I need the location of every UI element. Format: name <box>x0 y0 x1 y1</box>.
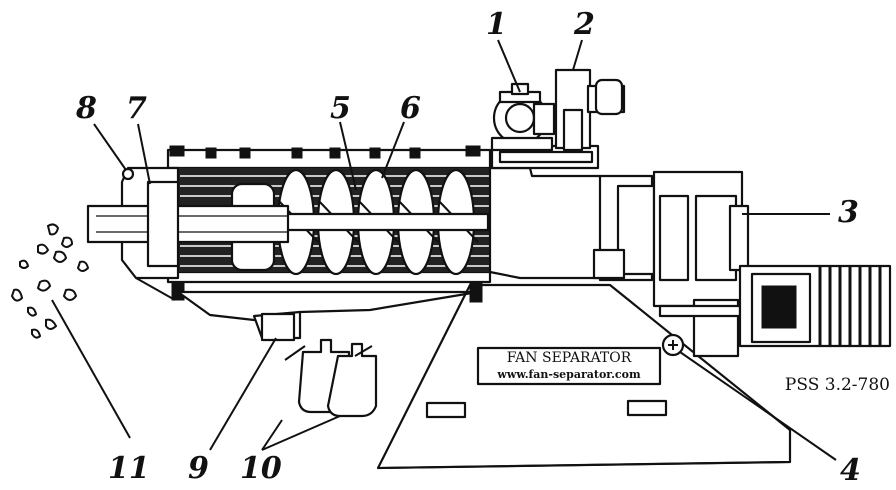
label-4: 4 <box>840 453 861 488</box>
label-1: 1 <box>486 7 507 42</box>
label-11: 11 <box>108 451 150 486</box>
feed-pump <box>490 82 600 170</box>
callout-labels: 1 2 3 4 5 6 7 8 9 10 11 <box>75 7 861 488</box>
solids-discharge <box>10 223 90 339</box>
label-8: 8 <box>75 91 97 126</box>
gearbox <box>652 170 750 358</box>
label-7: 7 <box>126 91 147 126</box>
label-9: 9 <box>188 451 209 486</box>
main-motor <box>738 264 892 348</box>
model-label: PSS 3.2-780 <box>785 375 890 395</box>
label-3: 3 <box>838 195 859 230</box>
counterweights <box>284 338 378 418</box>
nameplate-url: www.fan-separator.com <box>496 368 641 381</box>
label-5: 5 <box>330 91 351 126</box>
label-2: 2 <box>573 7 595 42</box>
nameplate: FAN SEPARATOR www.fan-separator.com <box>476 333 685 386</box>
label-10: 10 <box>240 451 282 486</box>
inlet-valve <box>554 68 626 152</box>
outlet-end <box>86 166 290 301</box>
filtrate-funnel <box>176 290 480 342</box>
nameplate-brand: FAN SEPARATOR <box>507 350 632 366</box>
leader-lines <box>51 39 837 461</box>
drive-assembly <box>488 166 656 282</box>
label-6: 6 <box>400 91 421 126</box>
